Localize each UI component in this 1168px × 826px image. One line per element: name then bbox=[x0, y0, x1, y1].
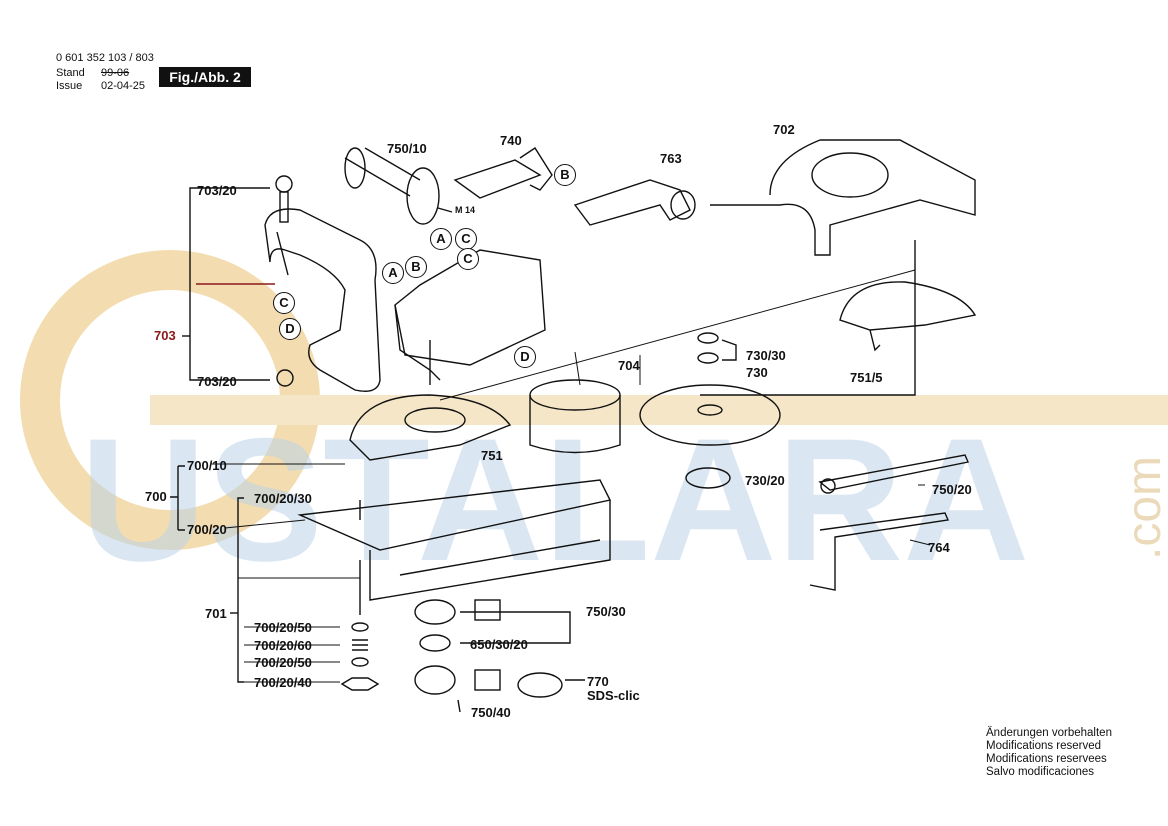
part-701: 701 bbox=[205, 606, 227, 621]
part-763: 763 bbox=[660, 151, 682, 166]
doc-number: 0 601 352 103 / 803 bbox=[56, 52, 154, 64]
note-es: Salvo modificaciones bbox=[986, 766, 1095, 778]
watermark-suffix: .com bbox=[1118, 456, 1168, 560]
callout-c-handle: C bbox=[455, 228, 477, 250]
washer-730-30b bbox=[697, 352, 719, 364]
part-751: 751 bbox=[481, 448, 503, 463]
part-700-10: 700/10 bbox=[187, 458, 227, 473]
aux-handle bbox=[264, 208, 381, 392]
part-730: 730 bbox=[746, 365, 768, 380]
part-750-10: 750/10 bbox=[387, 141, 427, 156]
part-730-20: 730/20 bbox=[745, 473, 785, 488]
note-de: Änderungen vorbehalten bbox=[986, 727, 1112, 739]
callout-a-body: A bbox=[382, 262, 404, 284]
part-703-20-bottom: 703/20 bbox=[197, 374, 237, 389]
part-740: 740 bbox=[500, 133, 522, 148]
note-fr: Modifications reservees bbox=[986, 753, 1107, 765]
part-764: 764 bbox=[928, 540, 950, 555]
guard-751-5 bbox=[839, 281, 977, 331]
part-750-20: 750/20 bbox=[932, 482, 972, 497]
part-700-20-30: 700/20/30 bbox=[254, 491, 312, 506]
issue-value: 02-04-25 bbox=[101, 80, 146, 92]
bolt-head-bottom bbox=[276, 369, 294, 387]
wing-nut bbox=[340, 677, 380, 691]
part-700-20-40: 700/20/40 bbox=[254, 675, 312, 690]
spanner-750-20 bbox=[818, 454, 969, 491]
callout-b-body: B bbox=[405, 256, 427, 278]
figure-label: Fig./Abb. 2 bbox=[159, 67, 251, 87]
bracket-740 bbox=[453, 159, 542, 199]
part-730-30: 730/30 bbox=[746, 348, 786, 363]
part-703: 703 bbox=[154, 328, 176, 343]
part-700-20: 700/20 bbox=[187, 522, 227, 537]
part-700: 700 bbox=[145, 489, 167, 504]
part-700-20-50b: 700/20/50 bbox=[254, 655, 312, 670]
cutting-guide-700 bbox=[297, 479, 612, 551]
callout-d-handle-703: D bbox=[279, 318, 301, 340]
callout-b-bracket: B bbox=[554, 164, 576, 186]
side-handle bbox=[344, 147, 366, 189]
part-750-40: 750/40 bbox=[471, 705, 511, 720]
spanner-764 bbox=[809, 512, 950, 591]
part-750-30: 750/30 bbox=[586, 604, 626, 619]
grinder-body bbox=[394, 249, 546, 366]
nut-770 bbox=[517, 672, 563, 698]
part-650-30-20: 650/30/20 bbox=[470, 637, 528, 652]
note-en: Modifications reserved bbox=[986, 740, 1102, 752]
part-702: 702 bbox=[773, 122, 795, 137]
extraction-tube bbox=[573, 179, 691, 226]
guard-702 bbox=[710, 139, 976, 256]
callout-c-body: C bbox=[457, 248, 479, 270]
part-770: 770 bbox=[587, 674, 609, 689]
flange-750-30 bbox=[414, 599, 456, 625]
callout-a-handle: A bbox=[430, 228, 452, 250]
bracket-701 bbox=[237, 497, 244, 683]
washer-730-30a bbox=[697, 332, 719, 344]
stand-label: Stand bbox=[56, 67, 85, 79]
bracket-703 bbox=[189, 187, 196, 381]
part-700-20-60: 700/20/60 bbox=[254, 638, 312, 653]
oring-650-30-20 bbox=[419, 634, 451, 652]
part-700-20-50a: 700/20/50 bbox=[254, 620, 312, 635]
nut-730-20 bbox=[685, 467, 731, 489]
thread-m14: M 14 bbox=[455, 205, 476, 215]
stand-value: 99-06 bbox=[101, 67, 130, 79]
callout-d-body: D bbox=[514, 346, 536, 368]
part-704: 704 bbox=[618, 358, 640, 373]
part-703-20-top: 703/20 bbox=[197, 183, 237, 198]
issue-label: Issue bbox=[56, 80, 83, 92]
callout-c-handle-703: C bbox=[273, 292, 295, 314]
bolt-head-top bbox=[275, 175, 293, 193]
flange-750-40 bbox=[414, 665, 456, 695]
part-sds-clic: SDS-clic bbox=[587, 688, 640, 703]
backing-pad-730 bbox=[639, 384, 781, 446]
clamp-704 bbox=[529, 395, 621, 454]
part-751-5: 751/5 bbox=[850, 370, 883, 385]
guard-751 bbox=[349, 394, 512, 461]
